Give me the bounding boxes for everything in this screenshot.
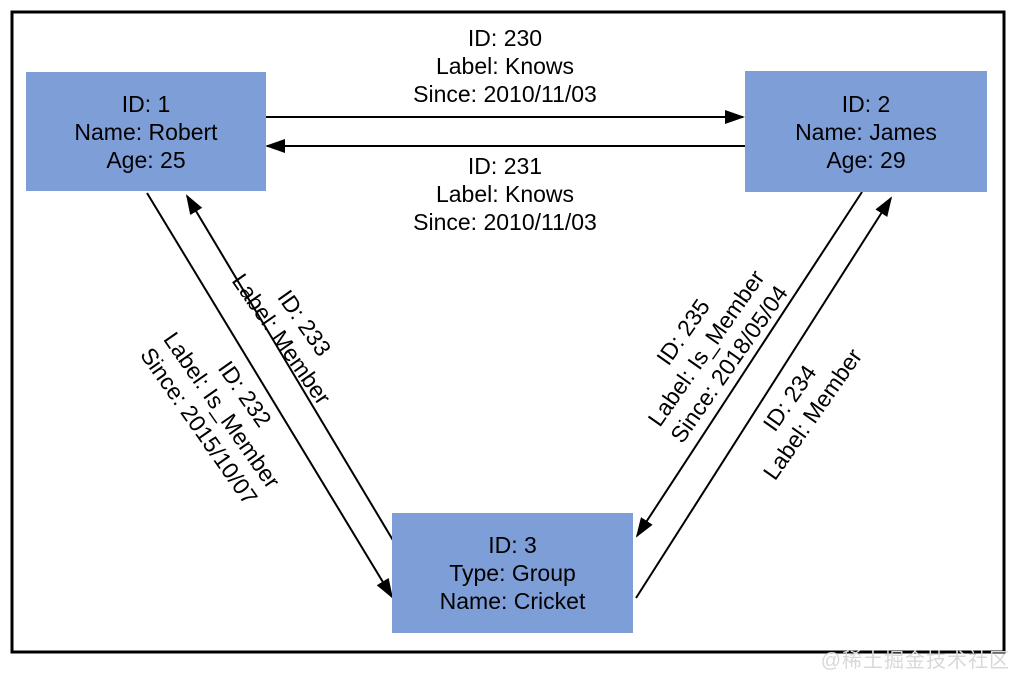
node-type-text: Type: Group — [449, 560, 576, 586]
edge-label-230: ID: 230 Label: Knows Since: 2010/11/03 — [413, 24, 597, 108]
node-james: ID: 2 Name: James Age: 29 — [745, 71, 987, 192]
edge-since-text: Since: 2010/11/03 — [413, 209, 597, 235]
diagram-border — [10, 10, 1006, 654]
node-id-text: ID: 3 — [488, 532, 537, 558]
node-name-text: Name: Robert — [74, 118, 218, 145]
edge-name-text: Label: Knows — [435, 53, 575, 79]
edge-name-text: Label: Knows — [435, 181, 575, 207]
edge-id-text: ID: 231 — [467, 153, 543, 179]
node-age-text: Age: 25 — [106, 146, 186, 173]
edge-232-line — [146, 192, 394, 599]
node-cricket-group: ID: 3 Type: Group Name: Cricket — [392, 513, 633, 633]
node-name-text: Name: Cricket — [439, 588, 586, 614]
edge-id-text: ID: 230 — [467, 25, 543, 51]
edge-233-line — [185, 194, 401, 553]
node-age-text: Age: 29 — [826, 146, 906, 173]
edge-since-text: Since: 2010/11/03 — [413, 81, 597, 107]
edge-234-line — [635, 196, 893, 599]
edge-label-231: ID: 231 Label: Knows Since: 2010/11/03 — [413, 152, 597, 236]
edge-235-line — [635, 191, 863, 538]
node-robert: ID: 1 Name: Robert Age: 25 — [26, 72, 266, 191]
node-id-text: ID: 1 — [121, 90, 171, 117]
node-id-text: ID: 2 — [841, 90, 891, 117]
watermark-text: @稀土掘金技术社区 — [820, 650, 1010, 672]
node-name-text: Name: James — [795, 118, 937, 145]
